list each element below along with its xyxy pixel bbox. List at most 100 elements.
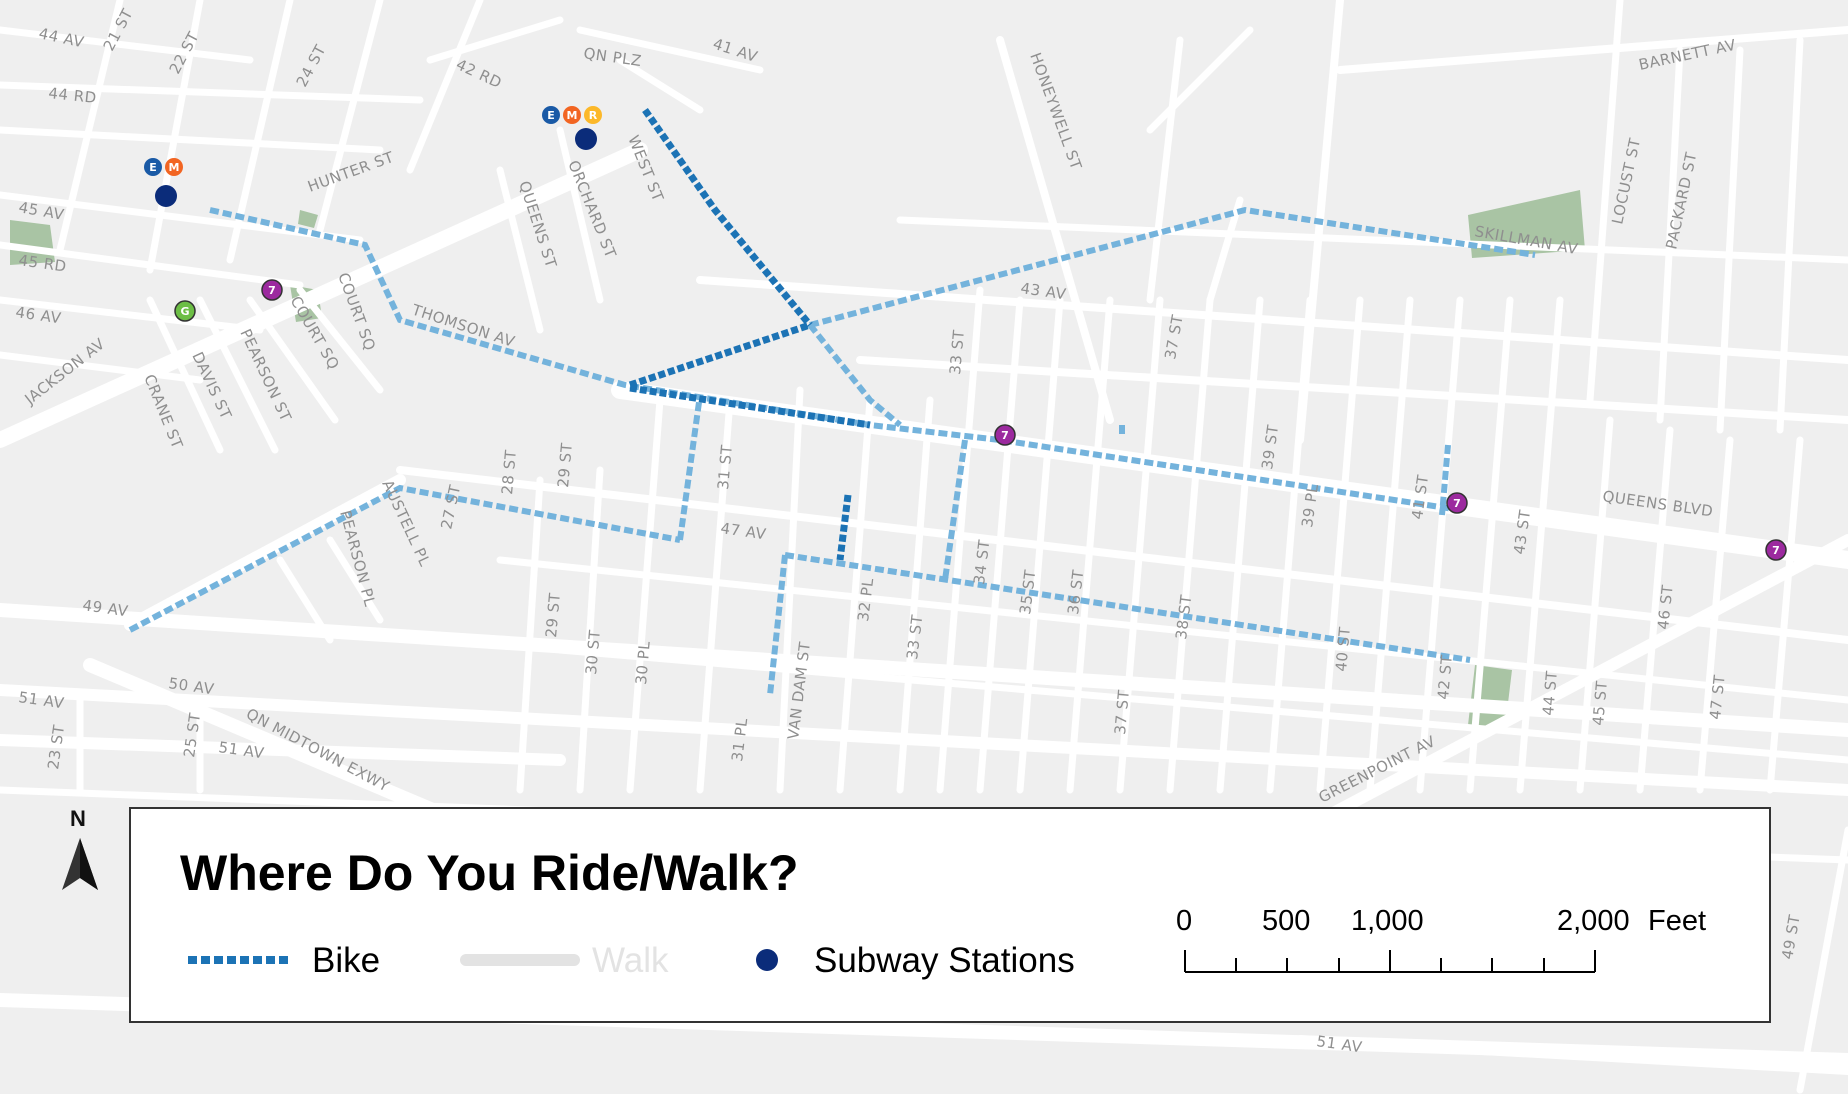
street: [326, 536, 384, 624]
street: [276, 556, 334, 644]
scale-tick-label: 500: [1262, 905, 1310, 937]
scale-tick-label: 2,000: [1557, 905, 1630, 937]
street: [1516, 296, 1564, 794]
street-label: 31 PL: [728, 717, 751, 763]
route-7-icon: 7: [994, 424, 1016, 446]
street: [406, 0, 484, 174]
street-label: 29 ST: [542, 592, 564, 639]
street-label: 35 ST: [1016, 568, 1039, 615]
route-7-icon: 7: [1765, 539, 1787, 561]
street: [1314, 534, 1848, 826]
street: [1656, 46, 1684, 424]
street: [1576, 416, 1614, 794]
street-label: 33 ST: [946, 329, 968, 376]
street: [576, 26, 764, 74]
street: [626, 396, 664, 794]
route-7-icon: 7: [1446, 492, 1468, 514]
street: [1796, 826, 1848, 1094]
street: [316, 0, 384, 234]
street: [516, 476, 544, 794]
street-label: 44 RD: [48, 84, 98, 107]
street: [1716, 46, 1744, 434]
street-label: 42 ST: [1434, 654, 1456, 701]
street: [1146, 26, 1254, 134]
street: [1016, 296, 1064, 794]
street: [1466, 296, 1514, 794]
street: [576, 466, 604, 794]
street: [1206, 196, 1244, 304]
street: [1416, 296, 1464, 794]
street-label: 47 ST: [1706, 673, 1729, 720]
legend: Where Do You Ride/Walk? Bike Walk Subway…: [129, 807, 1771, 1023]
street: [1166, 296, 1214, 794]
svg-text:E: E: [547, 109, 555, 122]
svg-text:7: 7: [268, 284, 276, 297]
street: [0, 26, 254, 64]
street: [1696, 436, 1734, 794]
street: [1216, 296, 1264, 794]
legend-box: [129, 807, 1771, 1023]
scale-unit: Feet: [1648, 905, 1706, 937]
street: [1776, 36, 1804, 434]
street-label: 32 PL: [854, 577, 877, 623]
street: [83, 658, 487, 837]
street-label: 44 ST: [1539, 670, 1561, 717]
street: [556, 646, 1848, 764]
svg-text:7: 7: [1001, 429, 1009, 442]
route-m-icon: M: [563, 106, 581, 124]
street: [696, 276, 1848, 364]
street: [146, 0, 204, 274]
bike-route: [128, 484, 681, 633]
svg-text:M: M: [169, 161, 180, 174]
route-e-icon: E: [542, 106, 560, 124]
subway-station[interactable]: [575, 128, 597, 150]
north-arrow-icon-shade: [80, 838, 98, 890]
svg-text:E: E: [149, 161, 157, 174]
street: [396, 466, 1848, 644]
bike-route: [809, 206, 1536, 328]
bike-routes-heavy: [628, 107, 871, 561]
street: [1316, 296, 1364, 794]
street: [0, 142, 648, 448]
bike-route: [1439, 444, 1451, 516]
north-arrow: N: [62, 806, 98, 890]
bike-route-heavy: [629, 384, 871, 429]
street: [426, 16, 564, 64]
street-label: 46 ST: [1654, 583, 1677, 630]
bike-route: [807, 323, 902, 428]
street: [896, 396, 934, 794]
street-label: 36 ST: [1064, 568, 1087, 615]
street: [0, 684, 1848, 796]
subway-stations: [155, 128, 597, 207]
north-label: N: [70, 806, 86, 831]
subway-station[interactable]: [155, 185, 177, 207]
bike-route-heavy: [628, 321, 812, 389]
legend-subway-label: Subway Stations: [814, 941, 1075, 980]
legend-subway-swatch: [756, 949, 778, 971]
street: [836, 396, 874, 794]
street: [1295, 1035, 1848, 1075]
bike-route-heavy: [642, 107, 813, 328]
street-label: 33 ST: [903, 613, 926, 660]
street: [1366, 296, 1414, 794]
scale-bar: 0 500 1,000 2,000 Feet: [1176, 905, 1706, 973]
street: [296, 286, 384, 394]
street-label: 29 ST: [554, 442, 576, 489]
scale-tick-label: 0: [1176, 905, 1192, 937]
street: [196, 296, 279, 454]
street: [616, 56, 704, 114]
bike-route: [767, 554, 788, 696]
street-label: 28 ST: [498, 449, 520, 496]
street: [556, 126, 604, 304]
svg-text:7: 7: [1772, 544, 1780, 557]
street-label: 30 ST: [582, 629, 604, 676]
scale-tick-label: 1,000: [1351, 905, 1424, 937]
legend-title: Where Do You Ride/Walk?: [180, 845, 799, 901]
street: [1266, 296, 1314, 794]
route-r-icon: R: [584, 106, 602, 124]
street: [1586, 0, 1624, 404]
street: [496, 556, 1848, 704]
street-label: 37 ST: [1111, 689, 1133, 736]
street-label: 45 ST: [1589, 680, 1611, 727]
